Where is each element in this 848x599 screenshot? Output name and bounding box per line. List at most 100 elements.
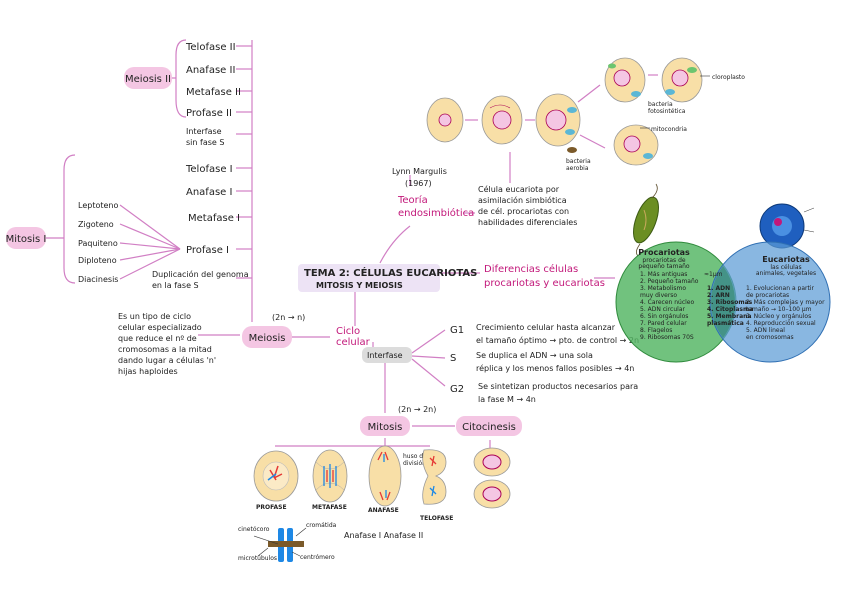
label-mitocondria: mitocondria bbox=[651, 126, 687, 133]
label-microtubulos: microtúbulos bbox=[238, 555, 277, 562]
s-text-2: réplica y los menos fallos posibles → 4n bbox=[476, 363, 634, 373]
label-bacteria-fotosintetica-1: bacteria bbox=[648, 101, 673, 108]
shared-list: 1. ADN 2. ARN 3. Ribosomas 4. Citoplasma… bbox=[707, 285, 753, 327]
chromosome-diagram: cinetócoro cromátida microtúbulos centró… bbox=[238, 522, 337, 562]
meiosis1-highlight bbox=[6, 227, 46, 249]
label-cinetocoro: cinetócoro bbox=[238, 526, 270, 533]
mitosis-ploidy: (2n → 2n) bbox=[398, 405, 436, 414]
prokaryote-item: 5. ADN circular bbox=[640, 306, 685, 313]
g2-label: G2 bbox=[450, 384, 464, 395]
shared-item: plasmática bbox=[707, 320, 744, 327]
phase-anafase1: Anafase I bbox=[186, 187, 232, 198]
mitosis-branch: (2n → 2n) Mitosis Citocinesis huso de di… bbox=[238, 405, 522, 562]
substage-diacinesis: Diacinesis bbox=[78, 275, 118, 284]
meiosis-node: (2n → n) Meiosis Es un tipo de ciclo cel… bbox=[118, 312, 305, 376]
meiosis2-highlight bbox=[124, 67, 172, 89]
meiosis1-label: Mitosis I bbox=[6, 234, 47, 245]
substage-diploteno: Diploteno bbox=[78, 256, 117, 265]
prokaryote-item: 7. Pared celular bbox=[640, 320, 687, 327]
theory-desc-1: Célula eucariota por bbox=[478, 184, 560, 194]
eukaryote-sub-2: animales, vegetales bbox=[756, 270, 816, 277]
anafase-cell: huso de división bbox=[368, 445, 427, 507]
label-bacteria-fotosintetica-2: fotosintética bbox=[648, 108, 686, 115]
prokaryote-item: 8. Flagelos bbox=[640, 327, 672, 334]
g1-text-1: Crecimiento celular hasta alcanzar bbox=[476, 323, 616, 332]
meiosis-label: Meiosis bbox=[249, 333, 286, 344]
title-highlight bbox=[298, 264, 440, 292]
prokaryote-item: 4. Carecen núcleo bbox=[640, 299, 694, 306]
mitosis-label: Mitosis bbox=[368, 422, 403, 433]
prokaryote-list: 1. Más antiguas 2. Pequeño tamaño 3. Met… bbox=[640, 271, 699, 341]
eukaryote-item: tamaño → 10–100 µm bbox=[746, 306, 812, 313]
citocinesis-label: Citocinesis bbox=[462, 422, 516, 433]
eukaryote-image bbox=[759, 203, 815, 249]
author-year: (1967) bbox=[405, 179, 432, 188]
phase-label-profase: PROFASE bbox=[256, 504, 287, 511]
eukaryote-item: 5. ADN lineal bbox=[746, 327, 785, 334]
ciclo-label-2: celular bbox=[336, 337, 371, 348]
phase-anafase2: Anafase II bbox=[186, 65, 235, 76]
theory-label-1: Teoría bbox=[397, 194, 428, 206]
meiosis-def-1: Es un tipo de ciclo bbox=[118, 312, 191, 321]
endosymbiosis-cell-6 bbox=[613, 124, 659, 166]
shared-item: 4. Citoplasma bbox=[707, 306, 753, 313]
shared-item: 5. Membrana bbox=[707, 313, 751, 320]
g2-text-1: Se sintetizan productos necesarios para bbox=[478, 382, 638, 391]
prokaryote-image bbox=[620, 183, 672, 257]
phase-telofase1: Telofase I bbox=[185, 164, 233, 175]
endosymbiosis-cell-1 bbox=[426, 97, 464, 143]
g1-label: G1 bbox=[450, 325, 464, 336]
phase-metafase1: Metafase I bbox=[188, 213, 240, 224]
endosymbiosis-branch: Lynn Margulis (1967) Teoría endosimbióti… bbox=[392, 57, 745, 227]
bacteria-aerobia-1: bacteria bbox=[566, 158, 591, 165]
phase-profase1: Profase I bbox=[186, 245, 229, 256]
meiosis-def-4: cromosomas a la mitad bbox=[118, 345, 212, 354]
theory-label-2: endosimbiótica bbox=[398, 207, 474, 219]
meiosis-highlight bbox=[242, 326, 292, 348]
prokaryote-item: 2. Pequeño tamaño bbox=[640, 278, 699, 285]
interfase-highlight bbox=[362, 347, 412, 363]
eukaryote-item: de procariotas bbox=[746, 292, 789, 299]
label-cloroplasto: cloroplasto bbox=[712, 74, 745, 81]
shared-item: 3. Ribosomas bbox=[707, 299, 753, 306]
prokaryote-item: 3. Metabolismo bbox=[640, 285, 686, 292]
g2-text-2: la fase M → 4n bbox=[478, 395, 536, 404]
endosymbiosis-cell-4 bbox=[604, 57, 646, 103]
page-title: TEMA 2: CÉLULAS EUCARIOTAS bbox=[304, 266, 477, 279]
theory-desc-3: de cél. procariotas con bbox=[478, 206, 569, 216]
eukaryote-item: 3. Núcleo y orgánulos bbox=[746, 313, 811, 320]
phase-profase2: Profase II bbox=[186, 108, 232, 119]
shared-tag: ≈1µm bbox=[704, 271, 723, 278]
prokaryote-sub-1: procariotas de bbox=[642, 257, 685, 264]
substage-zigoteno: Zigoteno bbox=[78, 220, 114, 229]
theory-desc-4: habilidades diferenciales bbox=[478, 218, 577, 227]
theory-desc-2: asimilación simbiótica bbox=[478, 195, 567, 205]
mitosis-highlight bbox=[360, 416, 410, 436]
eukaryote-item: 4. Reproducción sexual bbox=[746, 320, 816, 327]
s-text-1: Se duplica el ADN → una sola bbox=[476, 351, 593, 360]
prokaryote-item: 6. Sin orgánulos bbox=[640, 313, 688, 320]
telofase-cell bbox=[422, 449, 447, 505]
phase-label-metafase: METAFASE bbox=[312, 504, 347, 511]
endosymbiosis-cell-3 bbox=[535, 93, 581, 153]
meiosis-def-3: que reduce el nº de bbox=[118, 334, 197, 343]
interfase-label: Interfase bbox=[367, 351, 403, 360]
shared-item: 1. ADN bbox=[707, 285, 730, 292]
bacteria-aerobia-2: aerobia bbox=[566, 165, 589, 172]
venn-eukaryote bbox=[709, 241, 831, 363]
ciclo-label-1: Ciclo bbox=[336, 326, 360, 337]
s-label: S bbox=[450, 353, 456, 364]
label-cromatida: cromátida bbox=[306, 522, 337, 529]
central-topic: TEMA 2: CÉLULAS EUCARIOTAS MITOSIS Y MEI… bbox=[298, 264, 477, 292]
prokaryote-item: muy diverso bbox=[640, 292, 677, 299]
profase-cell bbox=[253, 450, 299, 502]
meiosis-def-5: dando lugar a células 'n' bbox=[118, 355, 216, 365]
huso-label-2: división bbox=[403, 460, 426, 467]
eukaryote-item: en cromosomas bbox=[746, 334, 794, 341]
ciclo-celular: Ciclo celular Interfase G1 Crecimiento c… bbox=[336, 323, 639, 404]
eukaryote-list: 1. Evolucionan a partir de procariotas 2… bbox=[746, 285, 825, 341]
phase-label-anafase: ANAFASE bbox=[368, 507, 399, 514]
substage-leptoteno: Leptoteno bbox=[78, 201, 118, 210]
meiosis-def-6: hijas haploides bbox=[118, 367, 178, 376]
